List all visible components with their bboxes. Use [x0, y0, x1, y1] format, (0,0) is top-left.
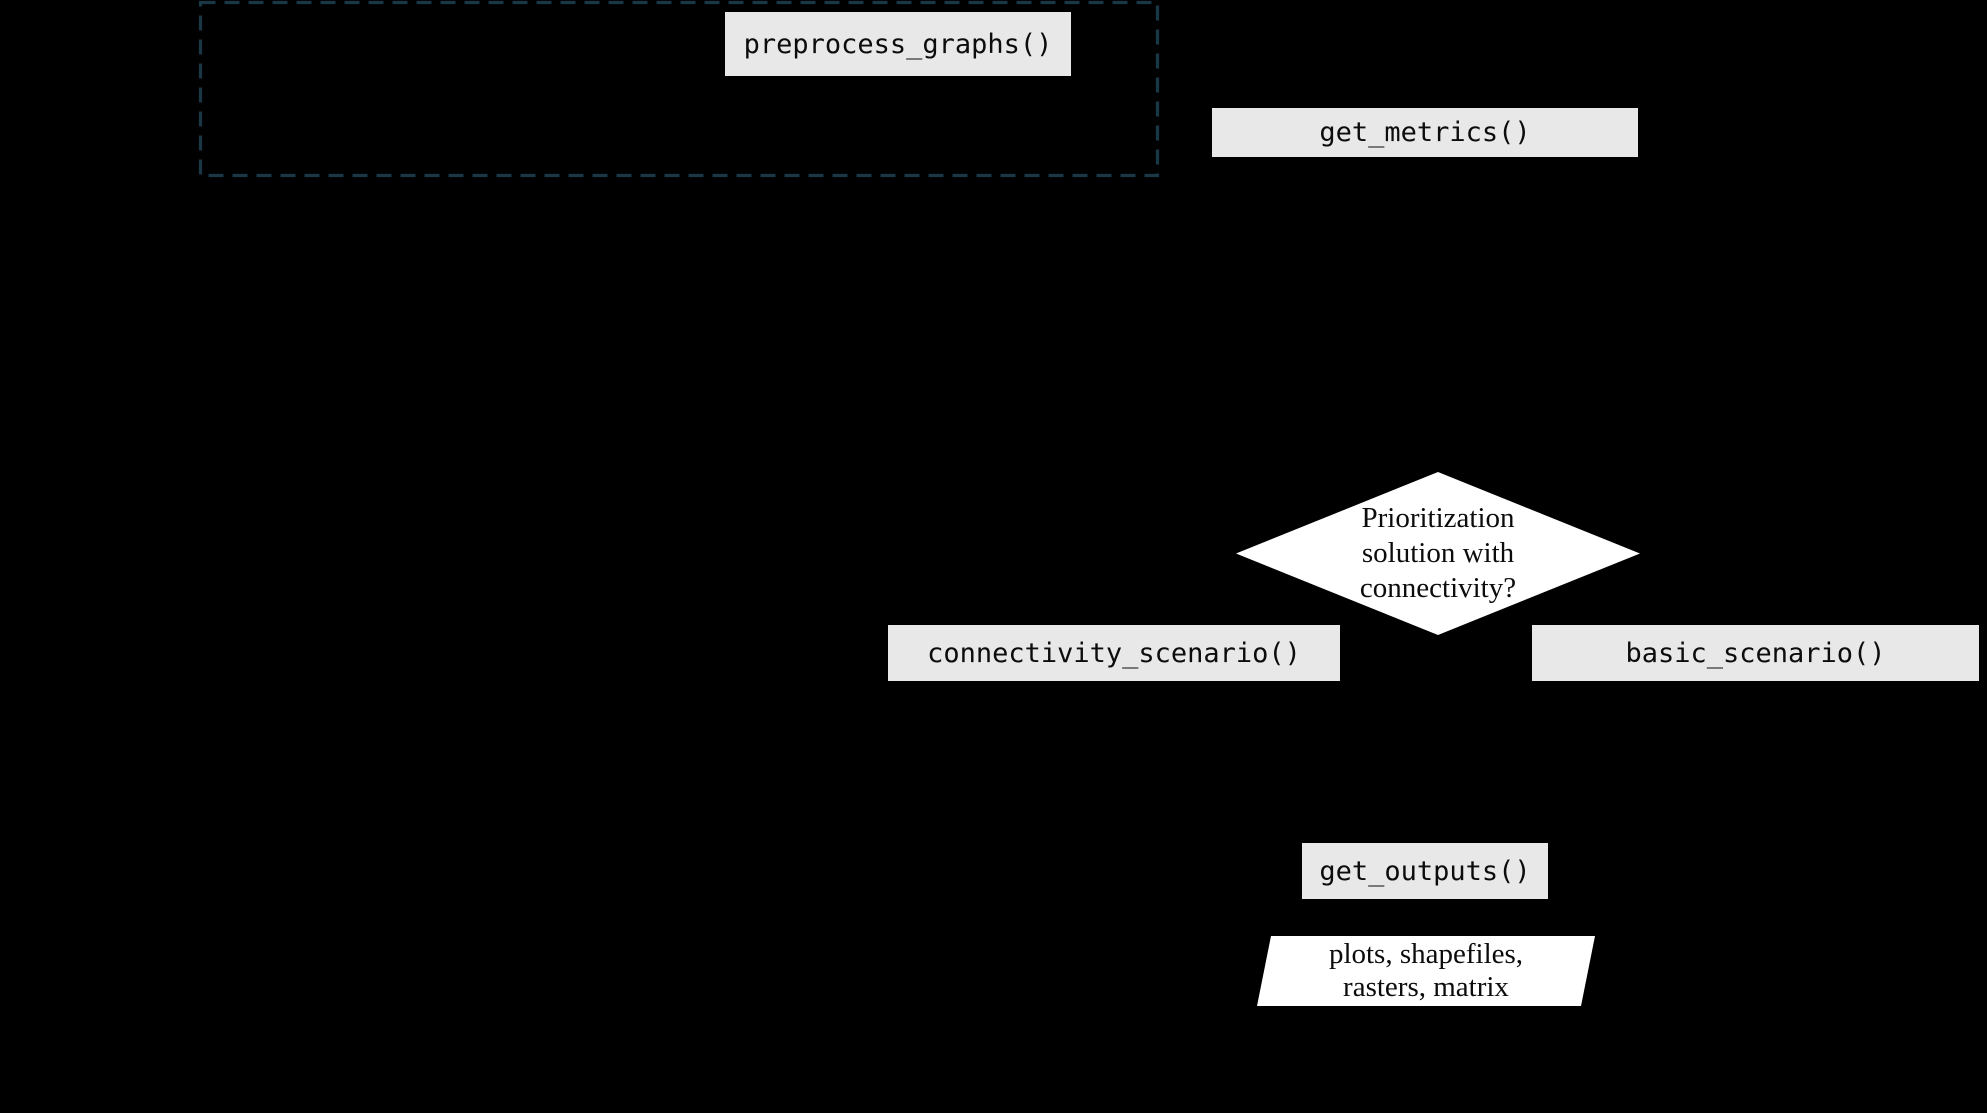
decision-line-2: solution with	[1361, 537, 1515, 569]
decision-diamond: Prioritization solution with connectivit…	[1236, 472, 1640, 635]
node-get-outputs: get_outputs()	[1302, 843, 1548, 899]
output-line-1: plots, shapefiles,	[1328, 938, 1524, 970]
node-get-metrics: get_metrics()	[1212, 108, 1638, 157]
dashed-group-outline	[198, 0, 1160, 178]
node-connectivity-scenario: connectivity_scenario()	[888, 625, 1340, 681]
decision-line-3: connectivity?	[1359, 572, 1517, 604]
decision-line-1: Prioritization	[1361, 502, 1515, 534]
output-parallelogram: plots, shapefiles, rasters, matrix	[1257, 936, 1595, 1006]
dashed-rectangle	[198, 0, 1160, 178]
node-preprocess-graphs: preprocess_graphs()	[725, 12, 1071, 76]
output-line-2: rasters, matrix	[1343, 971, 1509, 1003]
node-basic-scenario: basic_scenario()	[1532, 625, 1979, 681]
